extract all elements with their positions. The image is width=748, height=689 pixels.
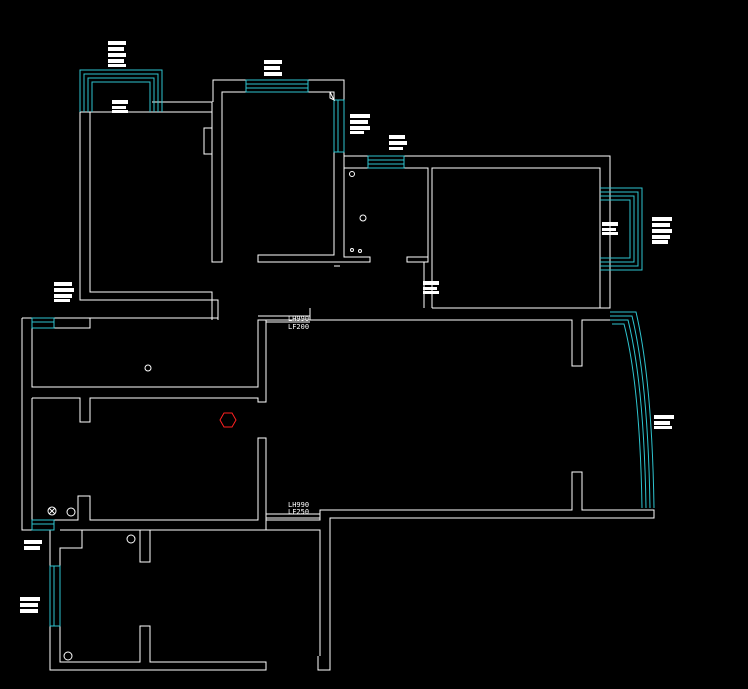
- wall-bedroom-1-top: [80, 101, 213, 113]
- drain-icon: [63, 651, 73, 661]
- wall-bath: [344, 155, 611, 309]
- openings: [258, 262, 433, 519]
- tag-living-right: [654, 415, 674, 429]
- drain-icon: [349, 171, 355, 177]
- window-living-curve-4: [612, 323, 643, 509]
- dimension-labels: LH990 LF200 LH990 LF250: [288, 315, 309, 516]
- window-bath: [367, 155, 405, 169]
- tag-top-left: [108, 41, 126, 67]
- tag-left-mid: [54, 282, 74, 302]
- wall-middle-5: [22, 317, 91, 329]
- tag-lower-left: [20, 597, 40, 613]
- wall-middle-3: [31, 398, 267, 531]
- wall-bedroom-1: [79, 112, 219, 320]
- window-right-small: [333, 99, 345, 153]
- window-left-low: [31, 519, 55, 531]
- wall-middle: [21, 318, 50, 531]
- wall-middle-4: [32, 320, 267, 423]
- window-top-left: [79, 69, 163, 112]
- wall-lower-left: [49, 530, 267, 671]
- walls: [21, 79, 655, 671]
- drain-icon: [359, 214, 367, 222]
- window-top-left-3: [87, 77, 155, 112]
- window-living-curve-2: [610, 315, 651, 509]
- windows: [31, 69, 655, 627]
- tag-bath-door: [423, 281, 439, 294]
- dim-lower-lf: LF250: [288, 508, 309, 516]
- wall-bath-right: [431, 167, 601, 308]
- wall-living-bottom-2: [266, 529, 321, 656]
- drain-icon: [66, 507, 76, 517]
- window-right-bay-4: [600, 199, 631, 259]
- tag-top-left-inner: [112, 100, 128, 113]
- wall-living: [309, 308, 610, 367]
- wall-bath-inner: [344, 167, 429, 263]
- window-top-mid: [245, 79, 309, 93]
- window-top-left-2: [83, 73, 159, 112]
- tag-right-bay-inner: [602, 222, 618, 235]
- fixture-dot-icon: [358, 249, 362, 253]
- window-left-mid: [31, 317, 55, 329]
- tag-right-small: [350, 114, 370, 134]
- wall-bedroom-2: [211, 79, 371, 263]
- wall-living-bottom: [266, 471, 655, 671]
- window-living-curve-3: [610, 319, 647, 509]
- light-fixture-icon: [144, 364, 152, 372]
- window-right-bay-3: [600, 195, 635, 263]
- door-hinge-icon: [329, 91, 336, 102]
- window-tags: [20, 41, 674, 613]
- red-hexagon-marker: [219, 412, 237, 428]
- dim-upper-lh: LH990: [288, 315, 309, 323]
- wall-middle-2: [31, 308, 311, 388]
- window-right-bay-2: [600, 191, 639, 267]
- wall-lower-left-2: [139, 530, 151, 563]
- tag-left-low: [24, 540, 42, 550]
- toilet-icon: [126, 534, 136, 544]
- window-right-bay: [600, 187, 643, 271]
- dim-lower-lh: LH990: [288, 501, 309, 509]
- tag-top-mid: [264, 60, 282, 76]
- window-lower-left: [49, 565, 61, 627]
- lamp-cross-icon: [47, 506, 57, 516]
- fixtures: [47, 91, 367, 661]
- window-living-curve: [610, 311, 655, 509]
- wall-pier-1: [203, 127, 213, 155]
- tag-bath: [389, 135, 407, 150]
- dim-upper-lf: LF200: [288, 323, 309, 331]
- window-top-left-4: [91, 81, 151, 112]
- tag-right-bay: [652, 217, 672, 244]
- wall-bedroom-1-inner: [89, 112, 213, 320]
- fixture-dot-icon: [350, 248, 354, 252]
